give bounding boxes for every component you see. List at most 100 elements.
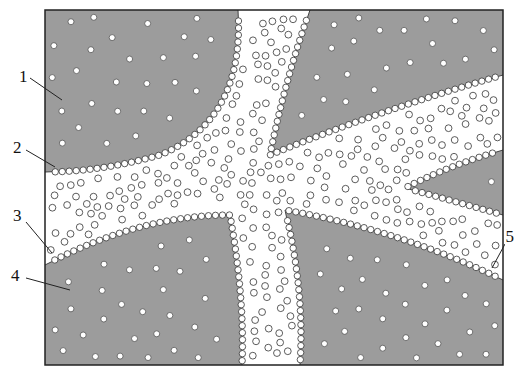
- pore-particle: [373, 197, 380, 204]
- pore-particle: [290, 16, 297, 23]
- pore-particle: [258, 169, 265, 176]
- boundary-particle: [235, 25, 241, 31]
- pore-particle: [273, 197, 280, 204]
- boundary-particle: [398, 103, 404, 109]
- grain-particle: [88, 47, 94, 53]
- leader-line: [26, 222, 52, 253]
- boundary-particle: [184, 215, 190, 221]
- leader-lines: [26, 78, 505, 290]
- grain: [285, 210, 503, 365]
- grain-particle: [403, 335, 409, 341]
- grain-boundary: [45, 215, 243, 365]
- boundary-particle: [66, 168, 72, 174]
- pore-particle: [450, 218, 457, 225]
- pore-particle: [383, 216, 390, 223]
- pore-particle: [366, 178, 373, 185]
- boundary-particle: [326, 129, 332, 135]
- boundary-particle: [412, 188, 418, 194]
- boundary-particle: [381, 230, 387, 236]
- boundary-particle: [438, 90, 444, 96]
- pore-particle: [398, 139, 405, 146]
- grain-particle: [358, 355, 364, 361]
- boundary-particle: [405, 101, 411, 107]
- boundary-particle: [372, 112, 378, 118]
- boundary-particle: [473, 264, 479, 270]
- boundary-particle: [229, 73, 235, 79]
- boundary-particle: [306, 136, 312, 142]
- grain-particle: [51, 43, 57, 49]
- grain-particle: [467, 329, 473, 335]
- pore-particle: [253, 102, 260, 109]
- pore-particle: [249, 180, 256, 187]
- pore-particle: [323, 173, 330, 180]
- pore-particle: [438, 218, 445, 225]
- pore-particle: [163, 175, 170, 182]
- grain-particle: [171, 347, 177, 353]
- grain-particle: [329, 45, 335, 51]
- boundary-particle: [379, 110, 385, 116]
- pore-particle: [435, 227, 442, 234]
- pore-particle: [260, 20, 267, 27]
- boundary-particle: [346, 121, 352, 127]
- pore-particle: [259, 117, 266, 124]
- pore-particle: [277, 305, 284, 312]
- pore-particle: [393, 196, 400, 203]
- pore-particle: [94, 204, 101, 211]
- grain-particle: [181, 34, 187, 40]
- pore-particle: [178, 153, 185, 160]
- pore-particle: [377, 182, 384, 189]
- grain-particle: [101, 316, 107, 322]
- boundary-particle: [168, 147, 174, 153]
- pore-particle: [131, 174, 138, 181]
- boundary-particle: [212, 212, 218, 218]
- boundary-particle: [286, 224, 292, 230]
- pore-particle: [76, 209, 83, 216]
- pore-particle: [352, 197, 359, 204]
- pore-particle: [143, 167, 150, 174]
- pore-particle: [265, 344, 272, 351]
- pore-particle: [76, 224, 83, 231]
- boundary-particle: [80, 167, 86, 173]
- boundary-particle: [239, 315, 245, 321]
- pore-particle: [105, 203, 112, 210]
- pore-particle: [481, 252, 488, 259]
- boundary-particle: [130, 226, 136, 232]
- pore-particle: [259, 309, 266, 316]
- pore-particle: [246, 192, 253, 199]
- boundary-particle: [486, 208, 492, 214]
- grain-particle: [423, 16, 429, 22]
- grain-particle: [440, 60, 446, 66]
- boundary-particle: [226, 212, 232, 218]
- boundary-particle: [485, 76, 491, 82]
- boundary-particle: [52, 257, 58, 263]
- pore-particle: [116, 188, 123, 195]
- pore-particle: [427, 208, 434, 215]
- boundary-particle: [232, 60, 238, 66]
- boundary-particle: [486, 270, 492, 276]
- pore-particle: [278, 267, 285, 274]
- boundary-particle: [191, 214, 197, 220]
- pore-particle: [276, 330, 283, 337]
- pore-particle: [185, 162, 192, 169]
- pore-particle: [237, 119, 244, 126]
- grain-particle: [91, 14, 97, 20]
- boundary-particle: [368, 226, 374, 232]
- boundary-particle: [290, 57, 296, 63]
- pore-particle: [304, 149, 311, 156]
- boundary-particle: [59, 168, 65, 174]
- grain-particle: [444, 277, 450, 283]
- grain-particle: [359, 276, 365, 282]
- boundary-particle: [267, 152, 273, 158]
- boundary-particle: [447, 253, 453, 259]
- boundary-particle: [476, 154, 482, 160]
- grain-particle: [324, 246, 330, 252]
- pore-particle: [268, 39, 275, 46]
- boundary-particle: [392, 105, 398, 111]
- boundary-particle: [446, 197, 452, 203]
- pore-particle: [418, 221, 425, 228]
- boundary-particle: [276, 111, 282, 117]
- pore-particle: [263, 262, 270, 269]
- grain-boundary: [45, 10, 239, 172]
- pore-particle: [278, 58, 285, 65]
- grain-particle: [153, 265, 159, 271]
